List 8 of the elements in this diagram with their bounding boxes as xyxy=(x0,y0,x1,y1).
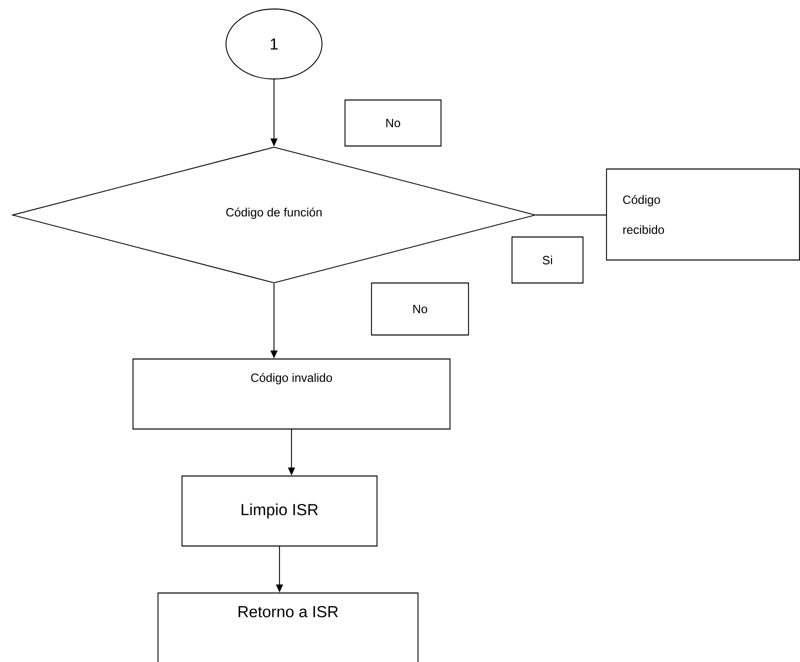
label-box: Si xyxy=(512,236,584,284)
label-box: No xyxy=(344,100,442,146)
process-box: Retorno a ISR xyxy=(158,592,418,662)
connector-line xyxy=(536,214,606,216)
process-box: Código invalido xyxy=(132,358,450,430)
process-box: Limpio ISR xyxy=(182,476,378,546)
label-box: No xyxy=(371,282,469,336)
process-box: Código recibido xyxy=(606,168,800,260)
